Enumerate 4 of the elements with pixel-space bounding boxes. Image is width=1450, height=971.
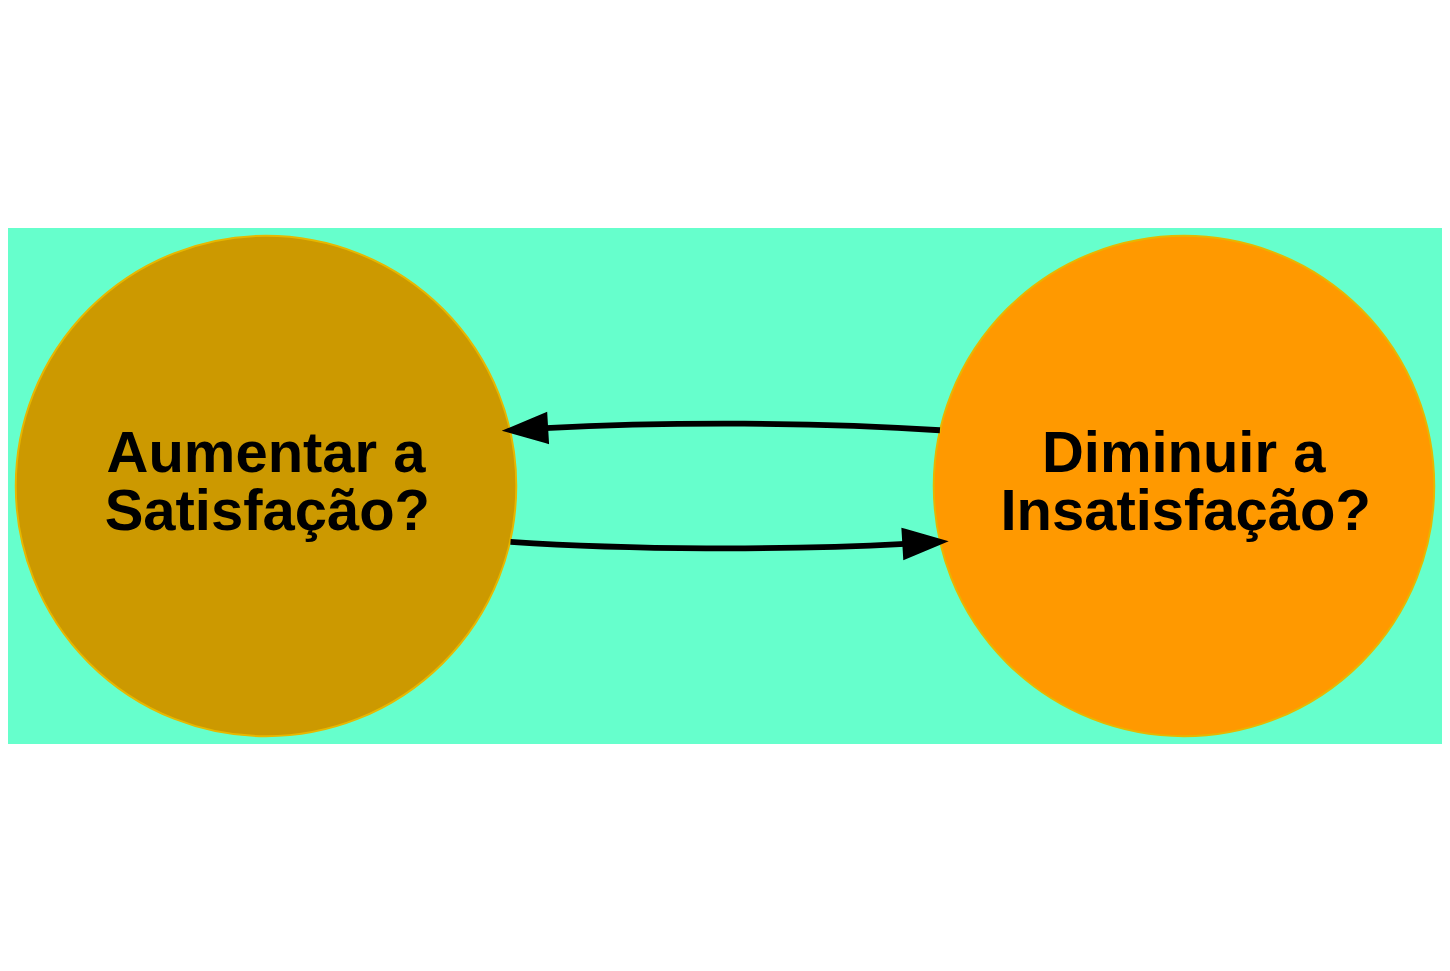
node-circle: Aumentar a Satisfação? — [14, 234, 518, 737]
arrow — [510, 527, 949, 560]
node-circle: Diminuir a Insatisfação? — [932, 234, 1436, 737]
arrow — [501, 411, 941, 444]
